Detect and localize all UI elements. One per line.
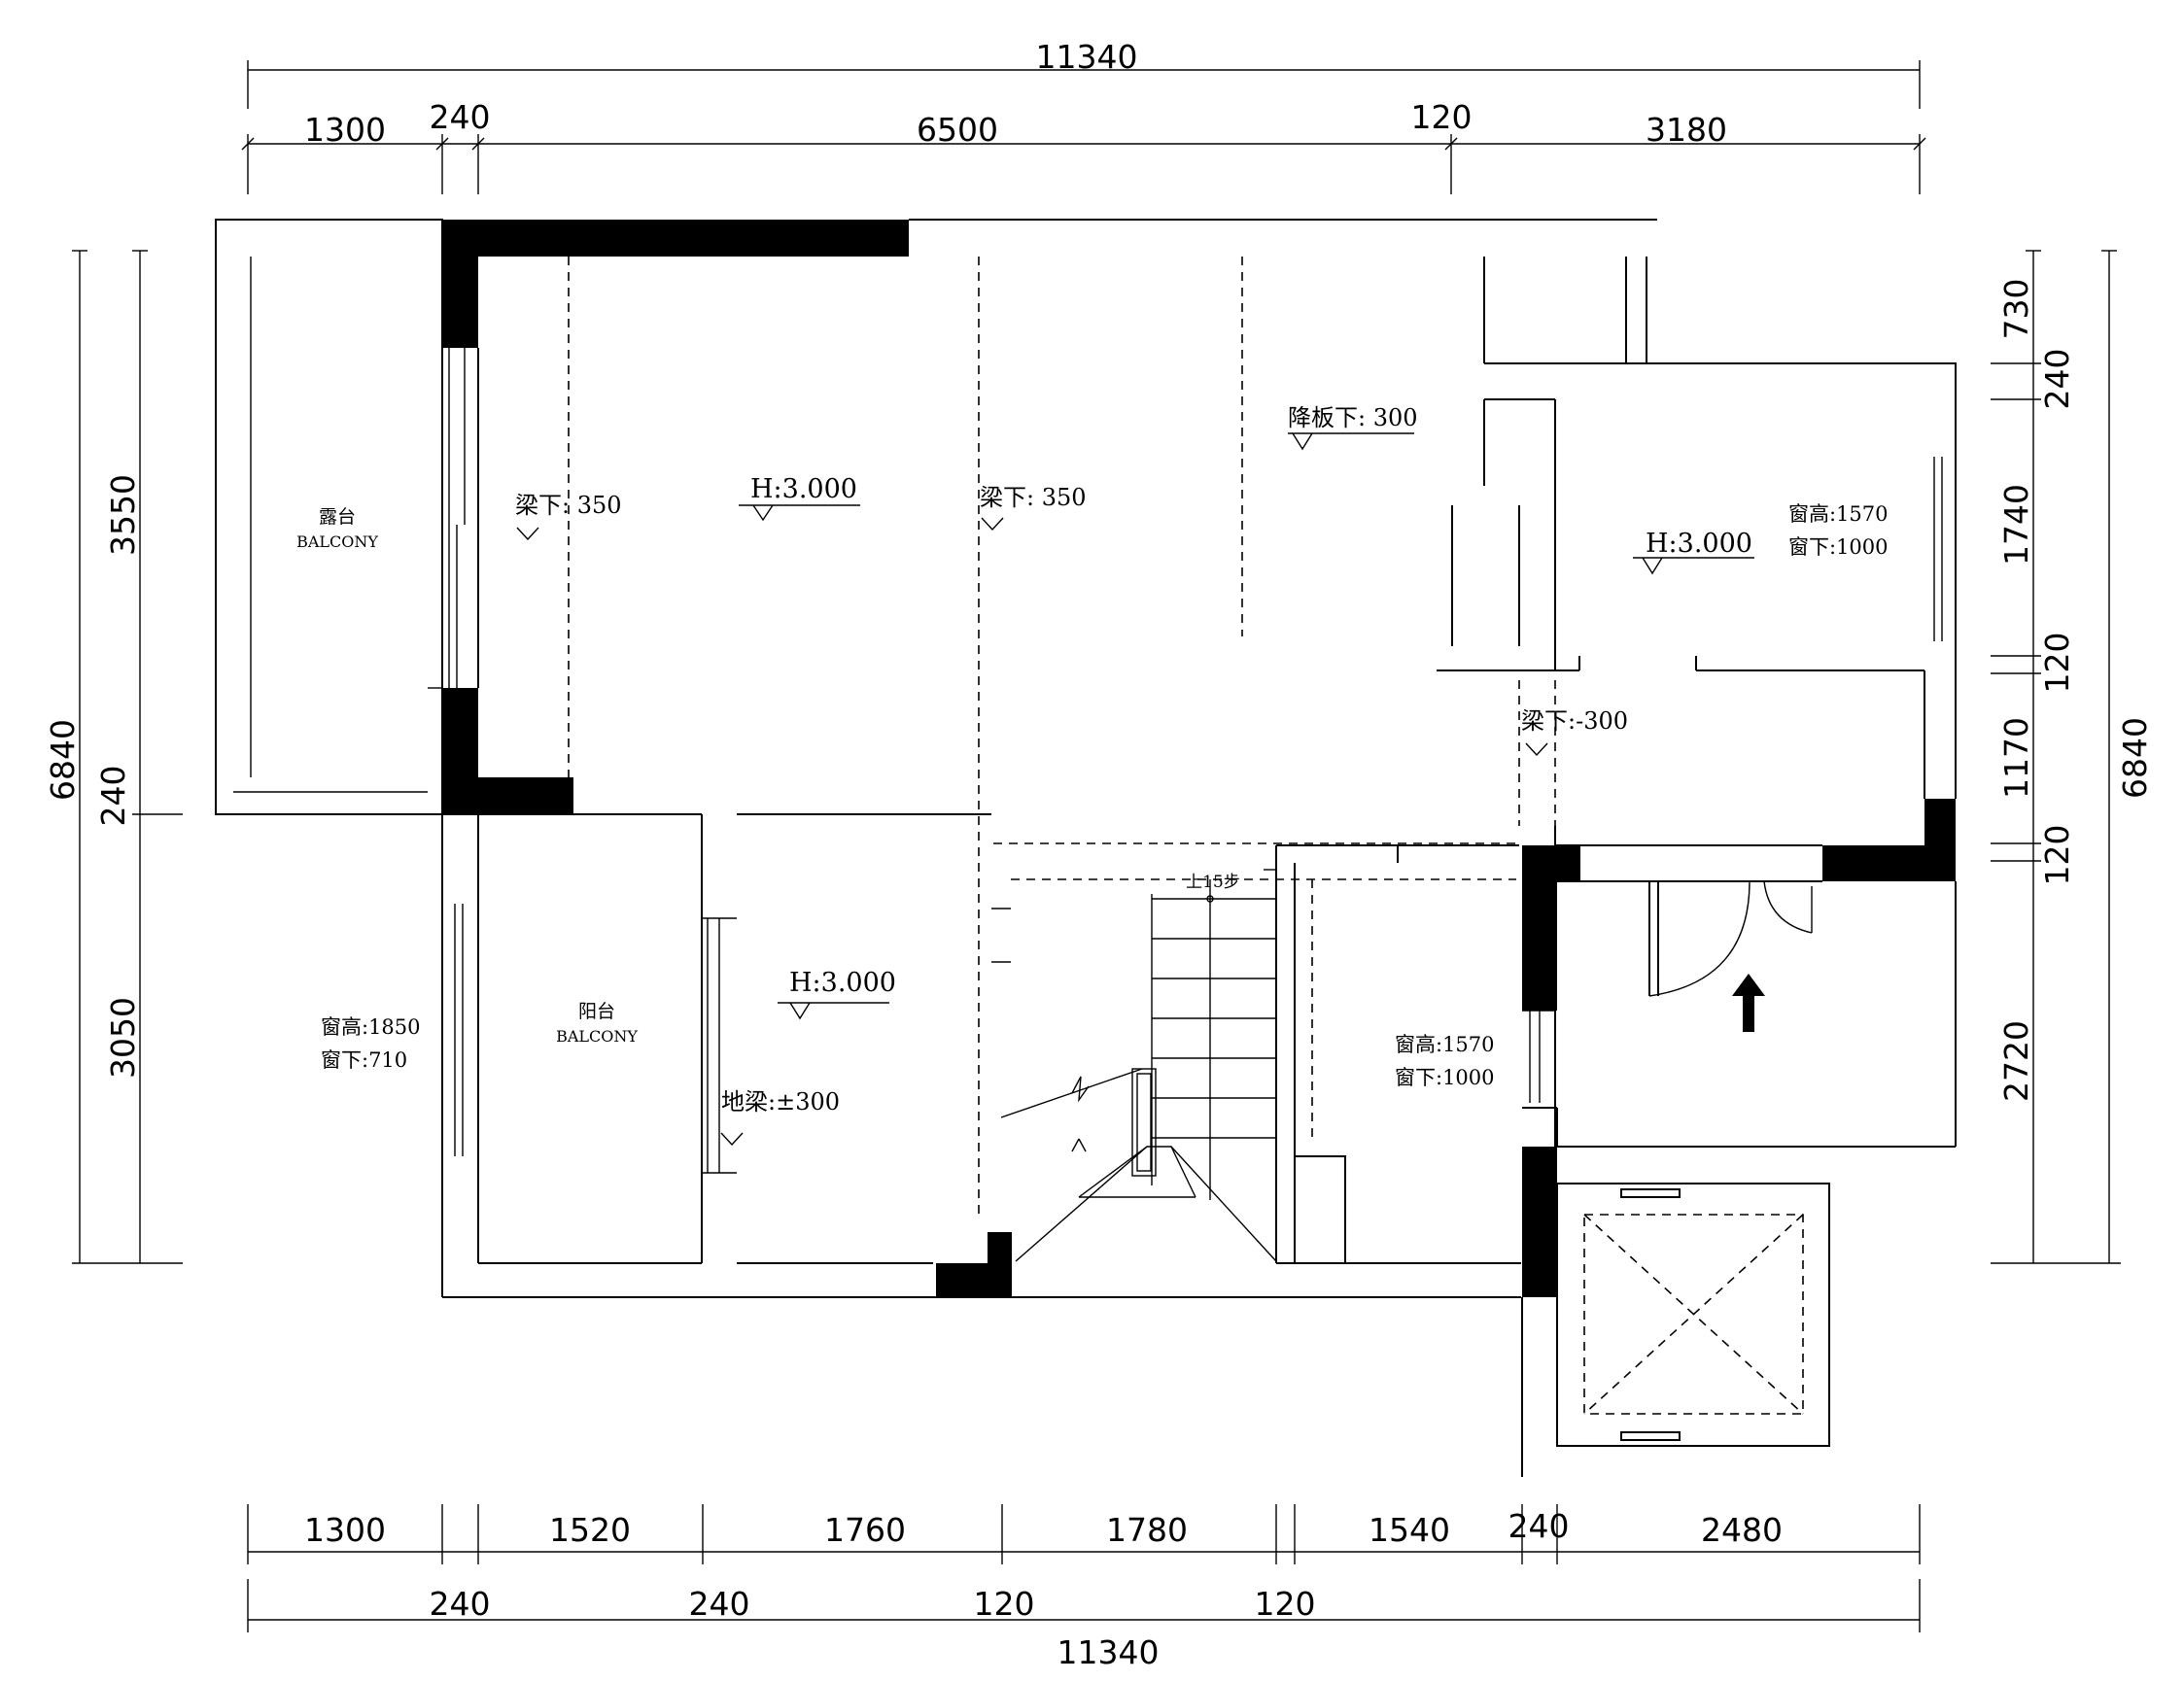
dim-right-5: 1170 [1997, 717, 2035, 799]
dim-right-1: 730 [1997, 279, 2035, 340]
dimension-labels: 11340 1300 240 6500 120 3180 1300 1520 1… [44, 38, 2154, 1671]
dim-left-2: 240 [94, 766, 132, 827]
dim-top-5: 3180 [1646, 111, 1727, 149]
terrace-label-en: BALCONY [296, 532, 378, 551]
beam-lines [568, 257, 1556, 1215]
beam-right-note: 梁下:-300 [1521, 707, 1628, 735]
window-lower-height: 窗高:1570 [1395, 1033, 1495, 1056]
dim-bottom-6: 240 [1508, 1507, 1570, 1545]
dimension-lines [72, 60, 2121, 1632]
dim-bottom-5: 1540 [1369, 1511, 1450, 1549]
detail-lines [991, 869, 1275, 963]
entry-arrow-icon [1732, 974, 1765, 1032]
dim-right-3: 1740 [1997, 484, 2035, 566]
dim-right-7: 2720 [1997, 1020, 2035, 1102]
balcony-label: 阳台 [578, 1001, 615, 1022]
dim-bottom-2: 1520 [549, 1511, 631, 1549]
window-left-sill: 窗下:710 [321, 1048, 407, 1072]
window-lower-sill: 窗下:1000 [1395, 1066, 1495, 1089]
dim-bottom-low-2: 240 [689, 1585, 750, 1623]
walls-outline [215, 219, 1957, 1477]
dim-bottom-1: 1300 [304, 1511, 386, 1549]
stairs-note: 上15步 [1186, 873, 1240, 892]
window-right-height: 窗高:1570 [1788, 502, 1889, 526]
dim-right-4: 120 [2038, 633, 2076, 694]
solid-walls [442, 220, 1956, 1297]
height-main-note: H:3.000 [750, 474, 857, 504]
stairs [1000, 879, 1277, 1263]
height-right-note: H:3.000 [1646, 529, 1752, 559]
slab-drop-note: 降板下: 300 [1288, 404, 1418, 431]
annotations: 梁下: 350 H:3.000 梁下: 350 降板下: 300 H:3.000… [321, 404, 1889, 1116]
beam-mid-note: 梁下: 350 [980, 484, 1087, 511]
dim-left-1: 3550 [104, 474, 142, 556]
dim-left-total: 6840 [44, 719, 82, 801]
dim-bottom-7: 2480 [1701, 1511, 1783, 1549]
dim-top-2: 240 [430, 98, 491, 136]
window-left-height: 窗高:1850 [321, 1015, 421, 1039]
dim-bottom-low-4: 120 [1255, 1585, 1316, 1623]
dim-bottom-total: 11340 [1057, 1633, 1160, 1671]
dim-top-3: 6500 [917, 111, 998, 149]
terrace-label: 露台 [319, 506, 356, 528]
dim-bottom-low-1: 240 [430, 1585, 491, 1623]
dim-bottom-3: 1760 [824, 1511, 906, 1549]
dim-top-4: 120 [1411, 98, 1473, 136]
dim-right-6: 120 [2038, 825, 2076, 886]
dim-top-1: 1300 [304, 111, 386, 149]
dim-right-total: 6840 [2116, 717, 2154, 799]
window-right-sill: 窗下:1000 [1788, 535, 1889, 559]
beam-left-note: 梁下: 350 [515, 492, 622, 519]
dim-top-total: 11340 [1036, 38, 1138, 76]
dim-bottom-4: 1780 [1106, 1511, 1188, 1549]
dim-left-3: 3050 [104, 997, 142, 1079]
balcony-label-en: BALCONY [556, 1027, 638, 1046]
height-lower-note: H:3.000 [789, 968, 896, 998]
dim-bottom-low-3: 120 [974, 1585, 1035, 1623]
level-markers [516, 432, 1754, 1147]
dim-right-2: 240 [2038, 349, 2076, 410]
room-labels: 露台 BALCONY 阳台 BALCONY [296, 506, 638, 1046]
ground-beam-note: 地梁:±300 [721, 1088, 840, 1116]
